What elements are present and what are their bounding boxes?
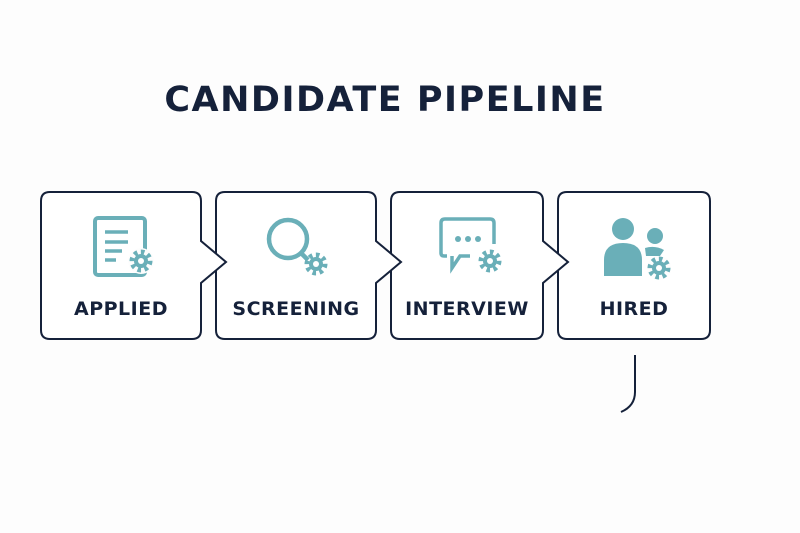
- magnifier-gear-icon: [266, 217, 328, 276]
- chat-gear-icon: [439, 217, 502, 274]
- stage-box-screening: [215, 191, 403, 340]
- connector-line: [620, 355, 636, 413]
- stage-label-applied: APPLIED: [74, 298, 168, 320]
- stage-label-screening: SCREENING: [232, 298, 360, 320]
- people-gear-icon: [604, 218, 671, 280]
- stage-label-interview: INTERVIEW: [405, 298, 529, 320]
- stage-label-hired: HIRED: [599, 298, 669, 320]
- document-gear-icon: [93, 216, 154, 277]
- page-title: CANDIDATE PIPELINE: [164, 80, 606, 120]
